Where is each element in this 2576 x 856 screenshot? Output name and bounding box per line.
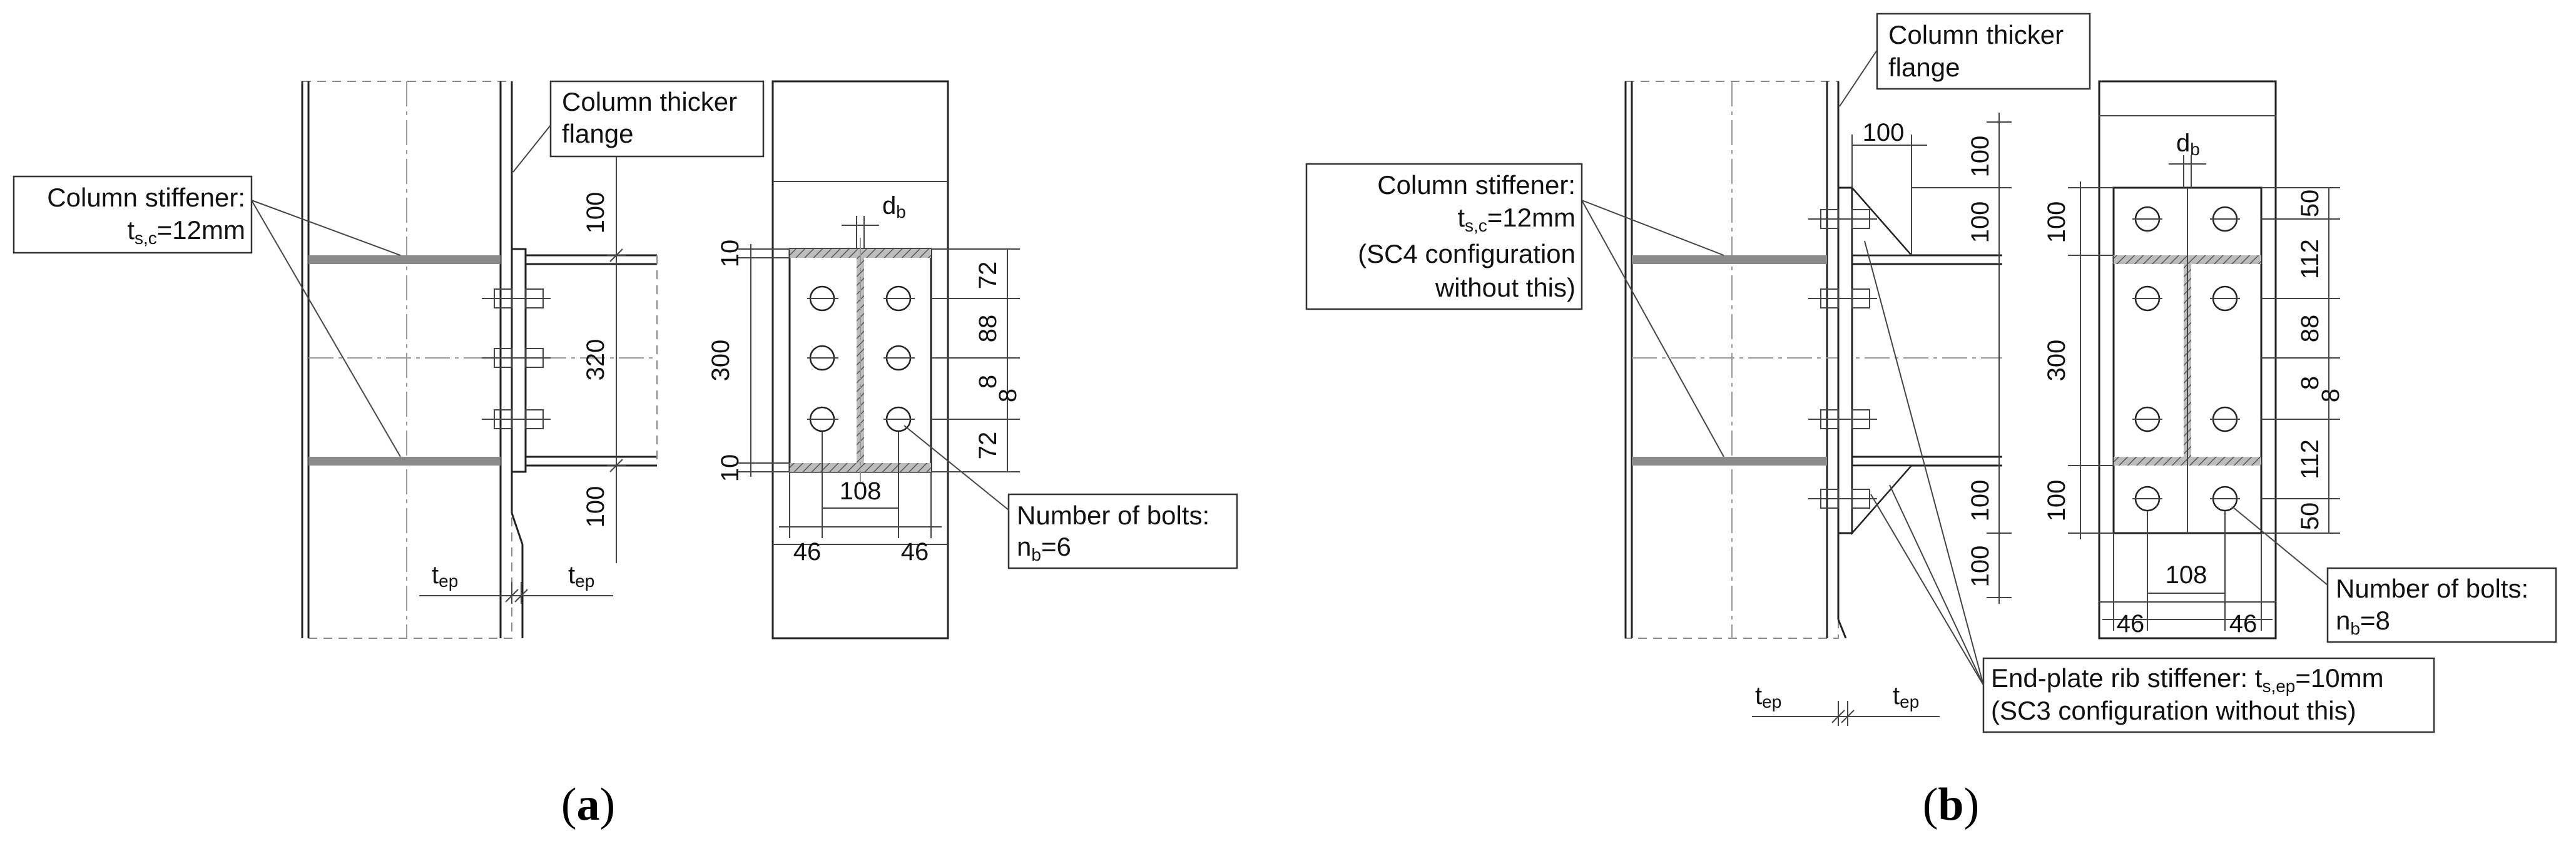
panel-b-caption: (b) <box>1923 779 1979 830</box>
panel-b-bolt-row-1 <box>1808 209 1877 229</box>
panel-b-dim-46-left: 46 <box>2117 610 2145 638</box>
panel-a-tep-right: tep <box>568 561 594 591</box>
svg-text:Number of bolts:: Number of bolts: <box>1017 501 1209 530</box>
panel-b-tep-right: tep <box>1893 682 1919 711</box>
panel-b-callout-rib-stiffener: End-plate rib stiffener: ts,ep=10mm (SC3… <box>1864 240 2435 733</box>
panel-a-bolts-front <box>807 285 915 432</box>
svg-text:flange: flange <box>562 119 633 148</box>
svg-text:(SC3 configuration without thi: (SC3 configuration without this) <box>1991 696 2356 725</box>
panel-a-callout-column-thicker-flange: Column thicker flange <box>512 80 765 173</box>
panel-b-dim-100-r2: 100 <box>1967 201 1994 243</box>
panel-b: 100 100 100 100 100 tep tep Column thick… <box>1305 13 2557 830</box>
panel-a-callout-number-of-bolts: Number of bolts: nb=6 <box>904 425 1238 569</box>
panel-a-dim-88: 88 <box>974 315 1002 343</box>
svg-text:Number of bolts:: Number of bolts: <box>2336 574 2528 603</box>
panel-b-bolt-row-4 <box>1808 489 1877 509</box>
panel-b-dim-8b: 8 <box>2317 389 2344 402</box>
svg-text:Column thicker: Column thicker <box>562 87 737 116</box>
panel-a-column-stiffener-bottom <box>308 457 501 466</box>
svg-text:Column thicker: Column thicker <box>1888 20 2064 49</box>
panel-b-dim-50-top: 50 <box>2296 190 2324 218</box>
svg-text:End-plate rib stiffener: ts,ep: End-plate rib stiffener: ts,ep=10mm <box>1991 663 2384 696</box>
panel-a-dim-10-top: 10 <box>716 240 744 268</box>
panel-b-dim-100-r3: 100 <box>1967 480 1994 522</box>
panel-a-front-dimensions: 10 300 10 72 88 8 8 72 db <box>707 192 1022 566</box>
svg-text:Column stiffener:: Column stiffener: <box>1377 170 1576 200</box>
panel-a-dim-10-bottom: 10 <box>716 454 744 482</box>
panel-a-flange-bottom-hatch <box>790 463 931 472</box>
panel-b-dim-112-bottom: 112 <box>2296 439 2324 479</box>
svg-text:nb=6: nb=6 <box>1017 532 1071 564</box>
panel-a-dim-8a: 8 <box>974 375 1002 389</box>
panel-b-column-stiffener-bottom <box>1632 457 1827 466</box>
panel-b-rib-stiffener-top <box>1851 185 1913 257</box>
panel-a-db: db <box>882 192 906 222</box>
svg-text:ts,c=12mm: ts,c=12mm <box>127 215 245 248</box>
panel-a-dim-46-right: 46 <box>901 538 929 566</box>
panel-a-dim-46-left: 46 <box>793 538 822 566</box>
panel-b-dim-100-left-bottom: 100 <box>2043 480 2070 522</box>
panel-a-dim-8b: 8 <box>994 389 1022 402</box>
svg-text:Column stiffener:: Column stiffener: <box>47 183 245 212</box>
panel-a-dim-72-bottom: 72 <box>974 432 1002 460</box>
panel-b-dim-112-top: 112 <box>2296 239 2324 279</box>
svg-text:nb=8: nb=8 <box>2336 606 2390 638</box>
panel-b-dim-100-r1: 100 <box>1967 136 1994 178</box>
panel-b-bolt-row-2 <box>1808 288 1877 308</box>
panel-b-front-dimensions: 100 300 100 50 112 88 8 8 112 50 db <box>2043 130 2344 638</box>
panel-a-callout-column-stiffener: Column stiffener: ts,c=12mm <box>13 175 401 457</box>
panel-a-caption: (a) <box>561 779 615 830</box>
panel-a-bolt-row-1 <box>482 288 551 308</box>
panel-b-side-dimensions: 100 100 100 100 100 tep tep <box>1752 113 2012 726</box>
panel-b-callout-column-thicker-flange: Column thicker flange <box>1839 13 2091 107</box>
panel-b-dim-100-horizontal: 100 <box>1863 119 1905 146</box>
svg-text:flange: flange <box>1888 53 1960 82</box>
panel-a-bolt-row-2 <box>482 348 551 368</box>
panel-b-dim-8a: 8 <box>2296 376 2324 390</box>
panel-a-column-stiffener-top <box>308 255 501 264</box>
svg-text:(SC4 configuration: (SC4 configuration <box>1358 239 1576 268</box>
panel-b-dim-100-left-top: 100 <box>2043 201 2070 243</box>
panel-b-db: db <box>2176 130 2200 159</box>
panel-a-dim-100-top: 100 <box>582 192 609 234</box>
panel-a-dim-100-bottom: 100 <box>582 486 609 528</box>
panel-b-bolts-front <box>2132 206 2240 512</box>
panel-b-column-stiffener-top <box>1632 255 1827 264</box>
panel-b-dim-46-right: 46 <box>2229 610 2258 638</box>
panel-a-front-view <box>771 80 949 639</box>
panel-a-dim-108: 108 <box>840 477 882 505</box>
panel-b-dim-108: 108 <box>2166 561 2207 589</box>
panel-a-dim-72-top: 72 <box>974 262 1002 290</box>
panel-b-endplate-side-view <box>1808 185 2002 536</box>
panel-b-dim-100-r4: 100 <box>1967 546 1994 588</box>
panel-b-callout-column-stiffener: Column stiffener: ts,c=12mm (SC4 configu… <box>1305 163 1724 457</box>
svg-text:without this): without this) <box>1435 273 1576 302</box>
panel-b-dim-300: 300 <box>2043 340 2070 382</box>
panel-b-column-side-view <box>1624 81 2002 639</box>
panel-b-dim-50-bottom: 50 <box>2296 502 2324 531</box>
panel-b-bolt-row-3 <box>1808 409 1877 429</box>
panel-a-bolt-row-3 <box>482 409 551 429</box>
panel-b-dim-88: 88 <box>2296 315 2324 343</box>
panel-a-dim-320: 320 <box>582 339 609 381</box>
panel-a-endplate-side-view <box>482 248 658 473</box>
panel-a: 100 320 100 tep tep Column thicker flang… <box>13 80 1238 830</box>
panel-a-side-dimensions: 100 320 100 tep tep <box>419 144 626 604</box>
panel-b-front-view <box>2098 80 2277 639</box>
panel-a-tep-left: tep <box>432 561 458 591</box>
panel-b-tep-left: tep <box>1755 682 1781 711</box>
panel-b-callout-number-of-bolts: Number of bolts: nb=8 <box>2232 506 2557 643</box>
panel-a-dim-300: 300 <box>707 340 735 382</box>
svg-text:ts,c=12mm: ts,c=12mm <box>1457 203 1576 235</box>
